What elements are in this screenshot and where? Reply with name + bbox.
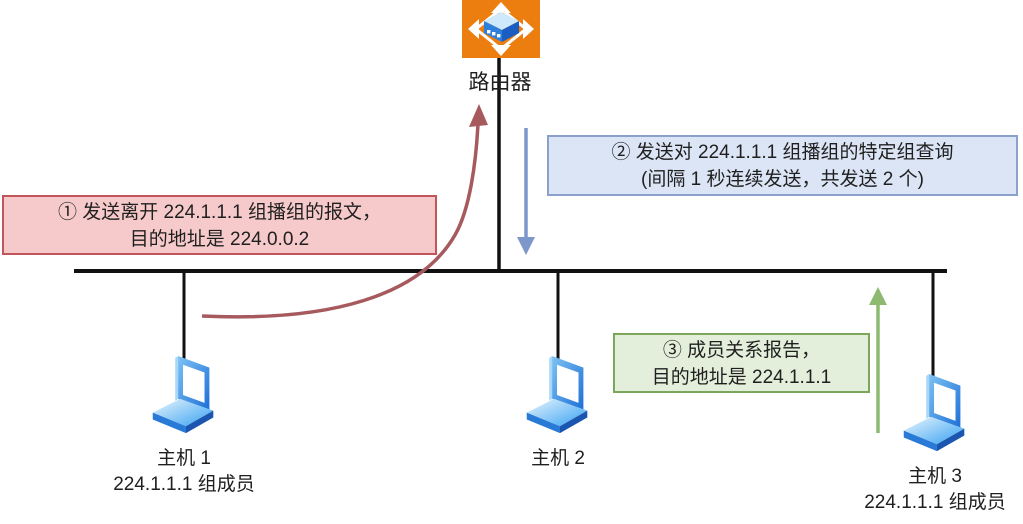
host3-name: 主机 3: [908, 466, 962, 487]
callout-query-line2: (间隔 1 秒连续发送，共发送 2 个): [641, 169, 924, 190]
host-3: 主机 3 224.1.1.1 组成员: [835, 372, 1023, 516]
callout-report-line2: 目的地址是 224.1.1.1: [651, 367, 832, 388]
router-icon: [462, 0, 540, 58]
laptop-icon: [152, 355, 214, 434]
callout-leave-line2: 目的地址是 224.0.0.2: [129, 229, 310, 250]
callout-leave-line1: ① 发送离开 224.1.1.1 组播组的报文，: [57, 202, 382, 223]
leave-message-arrow: [201, 123, 480, 319]
query-arrowhead: [517, 237, 535, 255]
router-label: 路由器: [468, 71, 532, 94]
callout-group-query: ② 发送对 224.1.1.1 组播组的特定组查询 (间隔 1 秒连续发送，共发…: [547, 135, 1018, 196]
laptop-icon: [526, 355, 588, 434]
callout-report-line1: ③ 成员关系报告，: [662, 340, 821, 361]
host3-membership: 224.1.1.1 组成员: [864, 492, 1006, 513]
callout-leave-message: ① 发送离开 224.1.1.1 组播组的报文， 目的地址是 224.0.0.2: [2, 195, 437, 255]
callout-query-line1: ② 发送对 224.1.1.1 组播组的特定组查询: [611, 142, 954, 163]
callout-membership-report: ③ 成员关系报告， 目的地址是 224.1.1.1: [613, 333, 870, 393]
host-1: 主机 1 224.1.1.1 组成员: [84, 354, 284, 498]
laptop-icon: [903, 373, 965, 452]
host1-membership: 224.1.1.1 组成员: [113, 474, 255, 495]
host1-name: 主机 1: [157, 448, 211, 469]
leave-message-arrowhead: [469, 104, 488, 127]
host-2: 主机 2: [458, 354, 658, 472]
host2-name: 主机 2: [531, 448, 585, 469]
report-arrowhead: [869, 287, 887, 305]
